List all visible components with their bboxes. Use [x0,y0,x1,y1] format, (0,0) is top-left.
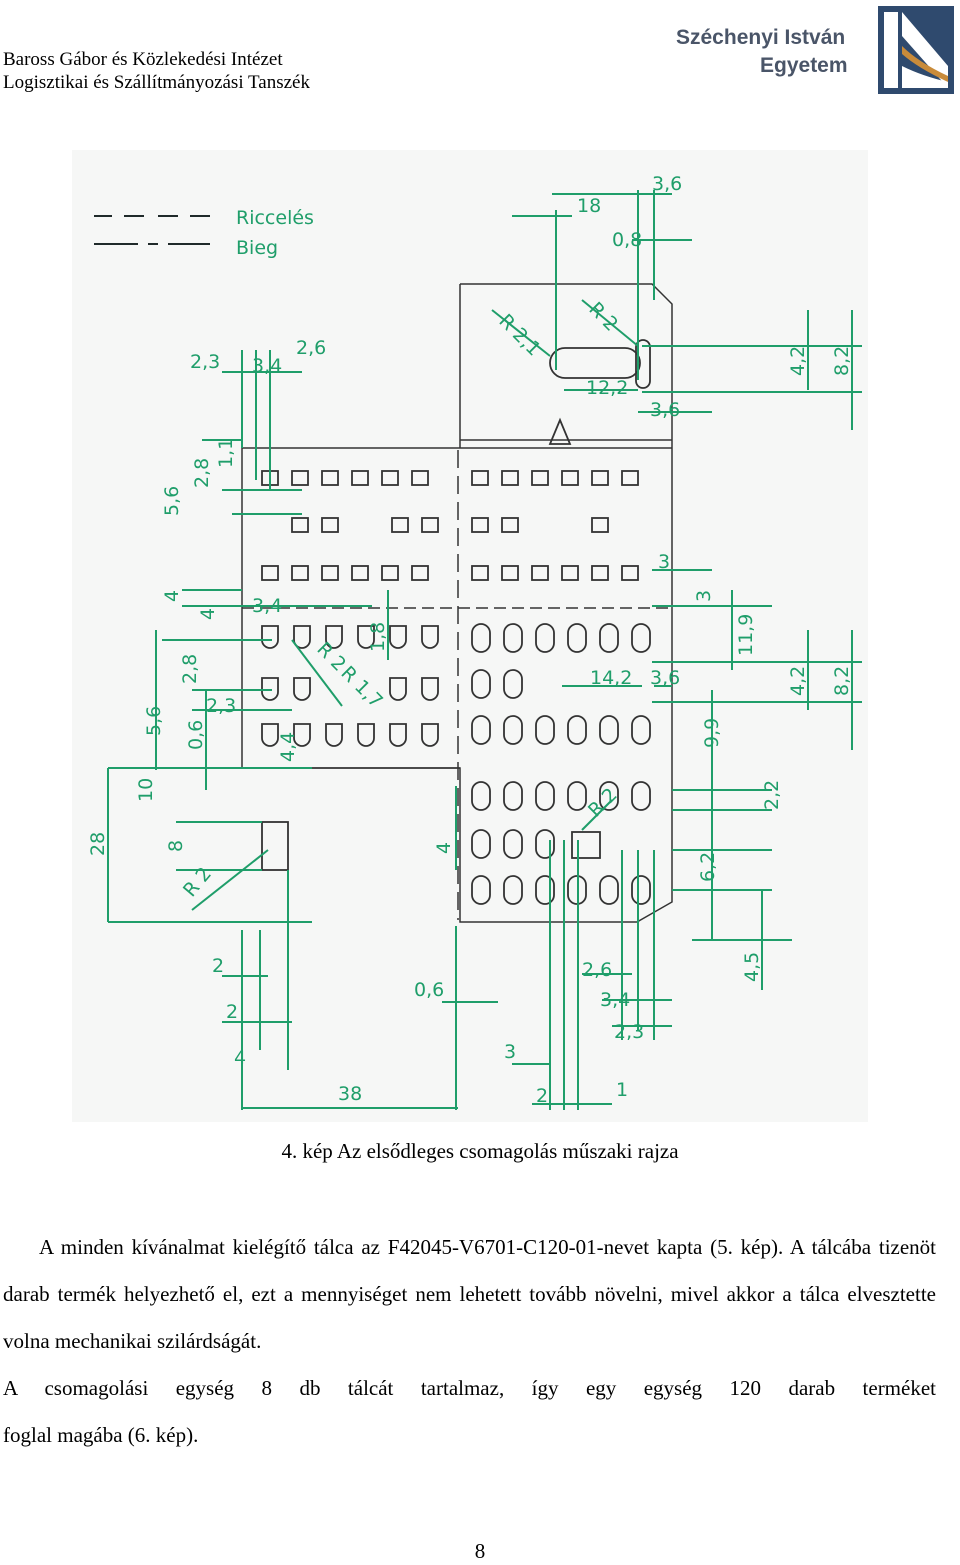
dimension-label: 4,5 [741,952,763,982]
dimension-label: 3,4 [600,989,630,1011]
dimension-label: 4,2 [787,346,809,376]
dimension-label: 1 [616,1079,628,1101]
dimension-label: 9,9 [701,718,723,748]
dimension-label: 3,4 [252,595,282,617]
dimension-label: 12,2 [586,377,628,399]
dimension-label: 6,2 [697,852,719,882]
legend-bieg: Bieg [236,237,278,259]
dimension-label: 3,6 [650,399,680,421]
page-number: 8 [474,1539,486,1563]
dimension-label: 18 [577,195,601,217]
paragraph-1: A minden kívánalmat kielégítő tálca az F… [3,1235,936,1353]
dimension-label: 3 [504,1041,516,1063]
dimension-label: R 1,7 [336,662,387,713]
dimension-label: 2,8 [191,458,213,488]
dimension-label: 3,6 [652,173,682,195]
dimension-label: 4 [197,608,219,620]
dimension-label: 38 [338,1083,362,1105]
dimension-label: R 2 [584,784,622,822]
dimension-label: 10 [135,778,157,802]
dimension-label: 28 [87,832,109,856]
dimension-label: 0,6 [414,979,444,1001]
dimension-label: 4 [161,590,183,602]
legend-riccelés: Riccelés [236,207,314,229]
dimension-label: 5,6 [161,486,183,516]
logo-line-2: Egyetem [760,54,848,77]
technical-drawing: Riccelés Bieg [72,150,868,1122]
dimension-label: R 2 [584,298,622,336]
dimension-lines [107,190,862,1110]
dimension-label: 4,4 [277,732,299,762]
dimension-label: 4,2 [787,666,809,696]
dimension-label: 5,6 [143,706,165,736]
cell-grid-middle [261,339,651,905]
dimension-label: 2 [536,1085,548,1107]
dimension-label: 2,2 [761,780,783,810]
dimension-label: 3,4 [252,355,282,377]
paragraph-2: A csomagolási egység 8 db tálcát tartalm… [3,1365,936,1459]
header-line-1: Baross Gábor és Közlekedési Intézet [3,49,283,70]
dimension-label: 2,6 [582,959,612,981]
dimension-label: 3 [693,590,715,602]
dimension-label: R 2,1 [494,310,545,361]
dimension-label: 2 [226,1001,238,1023]
header-institute: Baross Gábor és Közlekedési Intézet Logi… [3,48,310,94]
dimension-label: 11,9 [735,614,757,656]
dimension-label: 2,3 [190,351,220,373]
dimension-label: 8 [165,840,187,852]
logo-emblem-icon [878,6,954,94]
dimension-label: 2,3 [614,1021,644,1043]
dimension-label: 4 [433,842,455,854]
dimension-label: 4 [234,1047,246,1069]
legend [94,215,210,245]
dimension-label: 2 [212,955,224,977]
header-line-2: Logisztikai és Szállítmányozási Tanszék [3,72,310,93]
dimension-label: 1,8 [367,622,389,652]
dimension-label: 8,2 [831,346,853,376]
university-logo: Széchenyi István Egyetem [668,4,954,96]
dimension-label: 0,8 [612,229,642,251]
dimension-label: 8,2 [831,666,853,696]
paragraph-2-line-2: foglal magába (6. kép). [3,1423,199,1447]
dimension-label: 2,6 [296,337,326,359]
dimension-label: 2,8 [179,654,201,684]
logo-line-1: Széchenyi István [676,26,846,49]
cell-grid-upper [261,470,639,581]
dimension-label: 3 [658,551,670,573]
dimension-label: 1,1 [215,438,237,468]
dimension-label: 3,6 [650,667,680,689]
paragraph-2-line-1: A csomagolási egység 8 db tálcát tartalm… [3,1376,936,1400]
tray-drawing-svg: Riccelés Bieg [87,173,862,1110]
dimension-label: 0,6 [185,720,207,750]
figure-caption: 4. kép Az elsődleges csomagolás műszaki … [281,1139,679,1163]
dimension-label: 2,3 [206,695,236,717]
dimension-label: 14,2 [590,667,632,689]
dimension-labels: 18 3,6 0,8 R 2,1 R 2 4,2 8,2 12,2 3,6 2,… [87,173,853,1107]
